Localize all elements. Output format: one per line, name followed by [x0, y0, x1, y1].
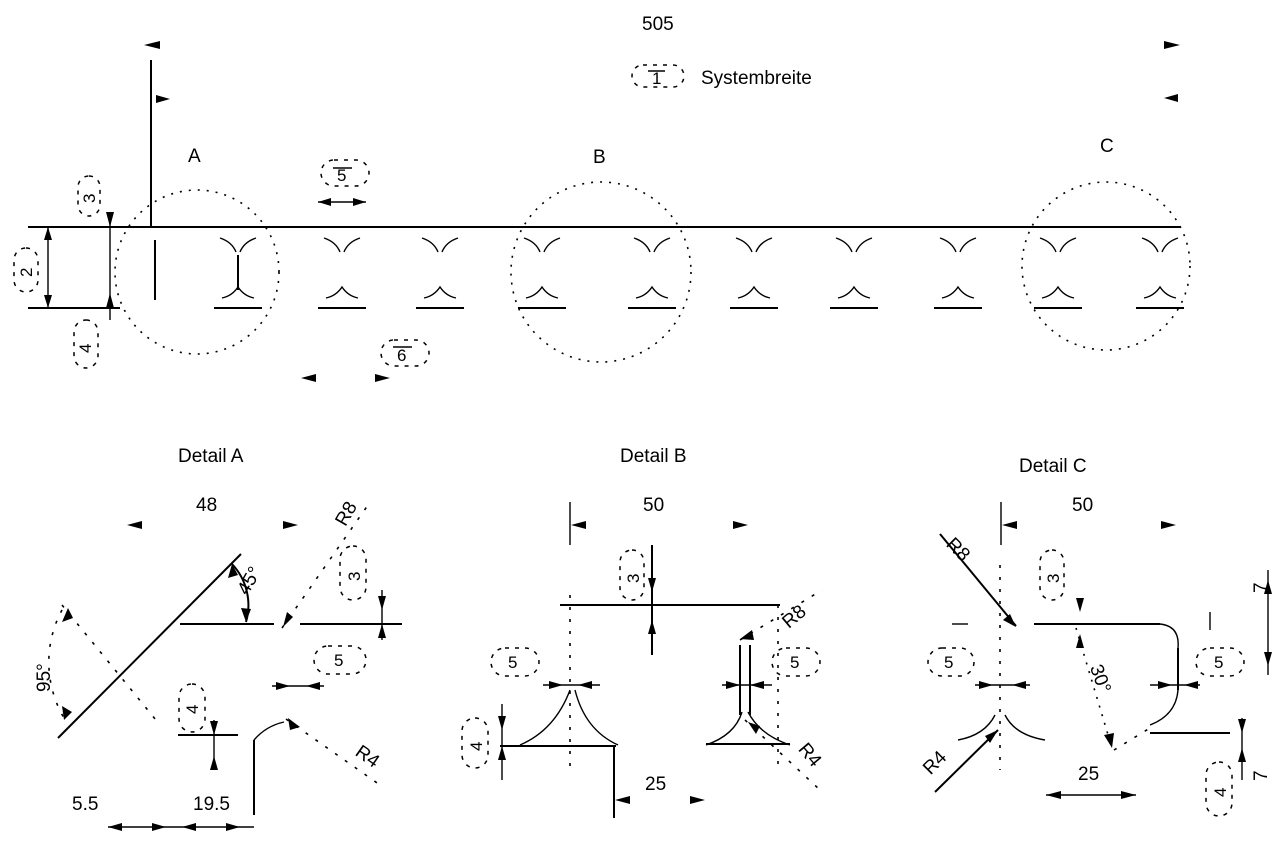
- detail-circle-c: [1021, 181, 1191, 351]
- detail-c-height-top: 7: [1251, 582, 1272, 593]
- detail-a-title: Detail A: [178, 446, 244, 467]
- detail-b-callout-5-right: 5: [771, 647, 821, 677]
- svg-text:5: 5: [790, 653, 799, 672]
- detail-circle-a: [114, 189, 280, 355]
- gap-arrow-right: [353, 198, 366, 206]
- svg-text:5: 5: [337, 166, 346, 185]
- svg-text:4: 4: [1211, 788, 1230, 797]
- detail-a-dim-left: 5.5: [72, 794, 98, 815]
- detail-b-title: Detail B: [620, 446, 687, 467]
- detail-b-radius-bottom: R4: [794, 739, 826, 771]
- detail-c-title: Detail C: [1019, 456, 1087, 477]
- height-arrow-bottom: [106, 293, 114, 308]
- zone-label-c: C: [1100, 136, 1114, 157]
- detail-c-width: 50: [1072, 495, 1093, 516]
- rail-profile: [416, 237, 464, 309]
- rail-profile: [214, 237, 262, 309]
- detail-a-callout-4: 4: [178, 683, 206, 733]
- svg-text:3: 3: [80, 194, 99, 203]
- legend-number: 1: [652, 69, 661, 88]
- detail-b-callout-3: 3: [619, 549, 645, 601]
- callout-2: 2: [13, 247, 39, 293]
- legend-bubble: [631, 64, 685, 88]
- svg-text:5: 5: [944, 653, 953, 672]
- pitch-arrow-right: [375, 374, 390, 382]
- detail-circle-b: [510, 181, 692, 363]
- detail-a-callout-5: 5: [313, 645, 367, 675]
- detail-a-dim-right: 19.5: [193, 794, 230, 815]
- left-reference-arrow: [156, 95, 170, 103]
- overall-width-arrow-left: [144, 41, 160, 49]
- overall-height-arrow-bottom: [44, 295, 52, 308]
- rail-profile: [934, 237, 982, 309]
- svg-text:5: 5: [334, 651, 343, 670]
- gap-arrow-left: [318, 198, 331, 206]
- detail-c-slope: 30°: [1085, 662, 1115, 696]
- rail-profile: [830, 237, 878, 309]
- overall-height-arrow-top: [44, 227, 52, 240]
- detail-a-angle-top: 45°: [233, 563, 266, 598]
- zone-label-a: A: [188, 146, 201, 167]
- detail-a-angle-left: 95°: [34, 663, 55, 692]
- svg-text:2: 2: [17, 268, 36, 277]
- rail-profile: [730, 237, 778, 309]
- callout-5-top: 5: [320, 159, 370, 187]
- overall-width-arrow-right: [1164, 41, 1180, 49]
- detail-a-radius-top: R8: [332, 498, 362, 530]
- svg-text:6: 6: [397, 346, 406, 365]
- detail-a-callout-3: 3: [339, 545, 367, 601]
- svg-text:4: 4: [183, 705, 202, 714]
- rail-profile: [628, 237, 676, 309]
- callout-3-top: 3: [77, 175, 101, 217]
- svg-text:4: 4: [467, 742, 486, 751]
- detail-c-callout-5-right: 5: [1195, 647, 1245, 677]
- detail-b-width: 50: [643, 495, 664, 516]
- detail-b-callout-5-left: 5: [490, 647, 540, 677]
- zone-label-b: B: [593, 147, 606, 168]
- legend: 1 Systembreite: [631, 64, 812, 89]
- detail-c-radius-top: R8: [942, 534, 974, 566]
- detail-b: 50 3 R8 5 5: [461, 495, 826, 818]
- detail-b-callout-4: 4: [461, 717, 489, 769]
- svg-text:3: 3: [345, 572, 364, 581]
- svg-text:5: 5: [508, 653, 517, 672]
- rail-profiles: [214, 237, 1184, 309]
- detail-c-height-bottom: 7: [1251, 770, 1272, 781]
- rail-profile: [518, 237, 566, 309]
- svg-text:3: 3: [1044, 574, 1063, 583]
- svg-text:4: 4: [76, 344, 95, 353]
- detail-c-radius-bottom: R4: [919, 747, 951, 779]
- detail-c-callout-5-left: 5: [927, 647, 975, 677]
- overall-width-label: 505: [642, 14, 674, 35]
- pitch-arrow-left: [301, 374, 316, 382]
- rail-profile: [1034, 237, 1082, 309]
- svg-text:5: 5: [1214, 653, 1223, 672]
- detail-c-bottom-width: 25: [1078, 764, 1099, 785]
- legend-label: Systembreite: [701, 68, 812, 89]
- detail-a-width: 48: [196, 495, 217, 516]
- callout-4-top: 4: [73, 319, 99, 369]
- detail-a: 48 R8 45° 95° 3 5 4: [34, 495, 402, 831]
- height-arrow-top: [106, 212, 114, 227]
- callout-6: 6: [380, 339, 430, 367]
- svg-text:3: 3: [624, 574, 643, 583]
- right-edge-arrow: [1164, 94, 1178, 102]
- detail-b-bottom-width: 25: [645, 774, 666, 795]
- detail-c: 50 R8 3 7 5 5: [919, 495, 1272, 817]
- rail-profile: [1136, 237, 1184, 309]
- detail-c-callout-3: 3: [1039, 549, 1065, 601]
- detail-c-callout-4: 4: [1205, 761, 1233, 817]
- detail-b-radius-top: R8: [778, 601, 810, 633]
- rail-profile: [318, 237, 366, 309]
